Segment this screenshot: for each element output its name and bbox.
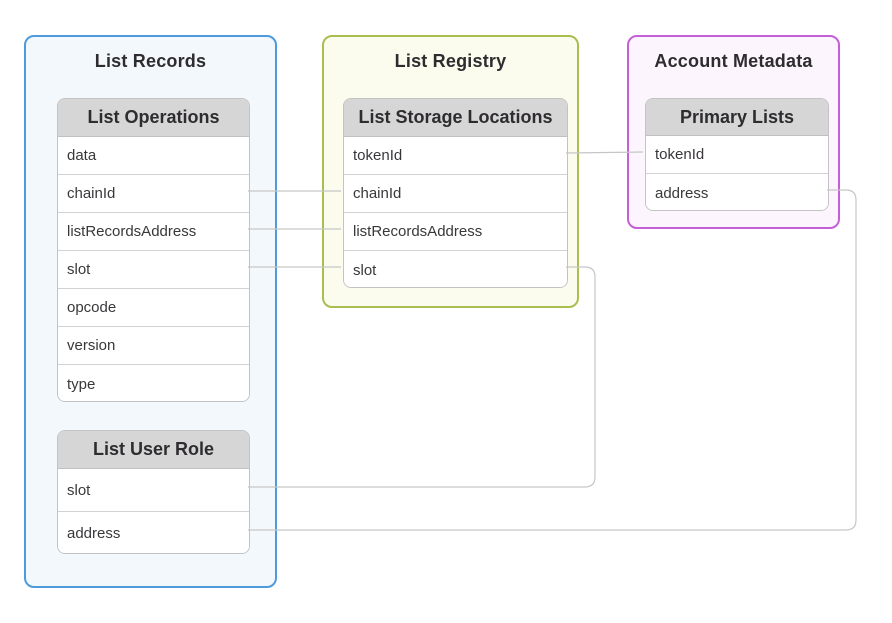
title-list-records: List Records: [26, 37, 275, 72]
table-primary-lists: Primary Lists tokenId address: [645, 98, 829, 211]
header-list-operations: List Operations: [58, 99, 249, 137]
row-operations-data: data: [58, 137, 249, 175]
row-storage-tokenid: tokenId: [344, 137, 567, 175]
container-list-records: List Records List Operations data chainI…: [24, 35, 277, 588]
title-list-registry: List Registry: [324, 37, 577, 72]
row-operations-chainid: chainId: [58, 175, 249, 213]
row-operations-opcode: opcode: [58, 289, 249, 327]
container-list-registry: List Registry List Storage Locations tok…: [322, 35, 579, 308]
row-userrole-address: address: [58, 512, 249, 554]
title-account-metadata: Account Metadata: [629, 37, 838, 72]
container-account-metadata: Account Metadata Primary Lists tokenId a…: [627, 35, 840, 229]
table-list-user-role: List User Role slot address: [57, 430, 250, 554]
row-primary-address: address: [646, 174, 828, 211]
row-operations-listrecordsaddress: listRecordsAddress: [58, 213, 249, 251]
row-storage-listrecordsaddress: listRecordsAddress: [344, 213, 567, 251]
row-userrole-slot: slot: [58, 469, 249, 512]
row-operations-slot: slot: [58, 251, 249, 289]
header-list-storage-locations: List Storage Locations: [344, 99, 567, 137]
row-storage-slot: slot: [344, 251, 567, 288]
row-operations-version: version: [58, 327, 249, 365]
header-list-user-role: List User Role: [58, 431, 249, 469]
table-list-operations: List Operations data chainId listRecords…: [57, 98, 250, 402]
row-primary-tokenid: tokenId: [646, 136, 828, 174]
table-list-storage-locations: List Storage Locations tokenId chainId l…: [343, 98, 568, 288]
row-storage-chainid: chainId: [344, 175, 567, 213]
row-operations-type: type: [58, 365, 249, 402]
header-primary-lists: Primary Lists: [646, 99, 828, 136]
